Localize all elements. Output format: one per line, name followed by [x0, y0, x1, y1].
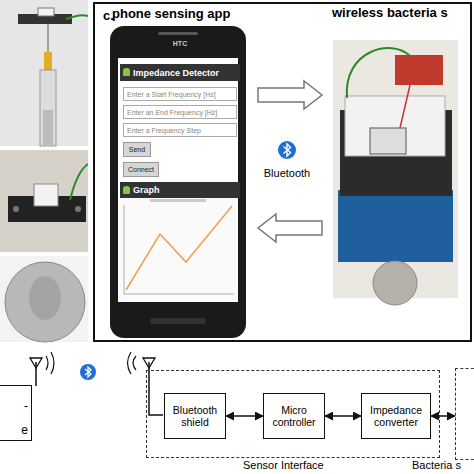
chart-title: [150, 199, 206, 202]
input-field: Enter a Frequency Step: [123, 123, 237, 137]
bluetooth-symbol: [278, 141, 296, 159]
process-box: Micro controller: [263, 393, 325, 439]
node-text: HTC: [112, 40, 248, 47]
antenna-mast: [35, 362, 37, 386]
radio-waves: [46, 352, 54, 374]
plunger: [43, 110, 53, 146]
coin-relief: [29, 276, 61, 320]
chart-axis: [124, 294, 234, 295]
wire: [70, 164, 88, 200]
bluetooth-rune: [85, 367, 91, 377]
phone-body: [110, 26, 246, 338]
phone-block: - e: [0, 385, 32, 441]
coin: [373, 261, 417, 305]
node-text: Impedance Detector: [133, 68, 219, 78]
app-button: Send: [123, 142, 151, 157]
node-text: Bluetooth shield: [167, 404, 223, 428]
sensor-photo: [333, 40, 458, 305]
double-arrow: [325, 415, 361, 417]
breadboard: [345, 96, 445, 156]
photo-background: [0, 150, 88, 252]
wire: [66, 15, 88, 19]
photo-background: [0, 0, 88, 146]
wire: [347, 48, 410, 98]
node-text: Graph: [133, 185, 160, 195]
wire: [400, 85, 410, 128]
phone-photo: [110, 26, 246, 338]
coin: [5, 262, 85, 342]
dashed-group: Sensor InterfaceBluetooth shieldMicro co…: [146, 370, 440, 458]
needle-hub: [44, 52, 52, 70]
app-title-bar: Impedance Detector: [120, 64, 240, 81]
bluetooth-rune: [284, 144, 291, 156]
syringe: [40, 70, 56, 146]
node-heading: Bacteria s: [412, 459, 461, 471]
needle: [47, 22, 49, 54]
bluetooth-circle: [80, 364, 96, 380]
double-arrow: [431, 415, 455, 417]
photo-background: [333, 40, 458, 298]
bluetooth-circle: [278, 141, 296, 159]
phone-frame: phone sensing appHTCImpedance DetectorEn…: [112, 28, 248, 340]
speaker: [158, 32, 198, 35]
dashed-group: Bacteria s: [455, 368, 474, 460]
node-text: Enter an End Frequency [Hz]: [127, 109, 217, 116]
phone-screen: [118, 58, 238, 302]
node-heading: wireless bacteria s: [332, 5, 448, 20]
node-text: Send: [129, 146, 145, 153]
node-text: Connect: [128, 166, 154, 173]
input-field: Enter a Start Frequency [Hz]: [123, 87, 237, 101]
screw: [13, 206, 19, 212]
wireless-link: [30, 352, 163, 415]
node-heading: Sensor Interface: [243, 459, 324, 471]
input-field: Enter an End Frequency [Hz]: [123, 105, 237, 119]
block-arrow: [258, 214, 322, 242]
process-box: Bluetooth shield: [164, 393, 226, 439]
device-photo: [0, 0, 88, 342]
radio-waves: [128, 352, 137, 374]
chart-line: [126, 206, 232, 290]
link-label: Bluetooth: [250, 167, 324, 179]
node-heading: phone sensing app: [112, 6, 230, 21]
app-button: Connect: [123, 162, 159, 177]
arduino-board: [338, 190, 453, 262]
chip: [38, 8, 54, 16]
phone-button: [150, 318, 206, 324]
bluetooth-symbol: [80, 364, 96, 380]
chart-area: [118, 196, 238, 300]
node-text: Micro controller: [266, 404, 322, 428]
sensor-photo-frame: wireless bacteria s: [332, 42, 462, 297]
block-arrow: [258, 81, 322, 109]
app-section-bar: Graph: [120, 182, 240, 198]
screw: [75, 206, 81, 212]
antenna: [30, 358, 42, 368]
sensor-chip: [370, 128, 406, 154]
process-box: Impedance converter: [361, 393, 431, 439]
chip: [34, 184, 58, 206]
node-text: Enter a Frequency Step: [127, 127, 201, 134]
photo-background: [0, 256, 88, 342]
node-heading: - e: [16, 394, 28, 442]
node-text: Enter a Start Frequency [Hz]: [127, 91, 216, 98]
chart-axis: [124, 205, 125, 294]
node-text: Impedance converter: [364, 404, 428, 428]
double-arrow: [226, 415, 263, 417]
converter-board: [395, 55, 443, 85]
